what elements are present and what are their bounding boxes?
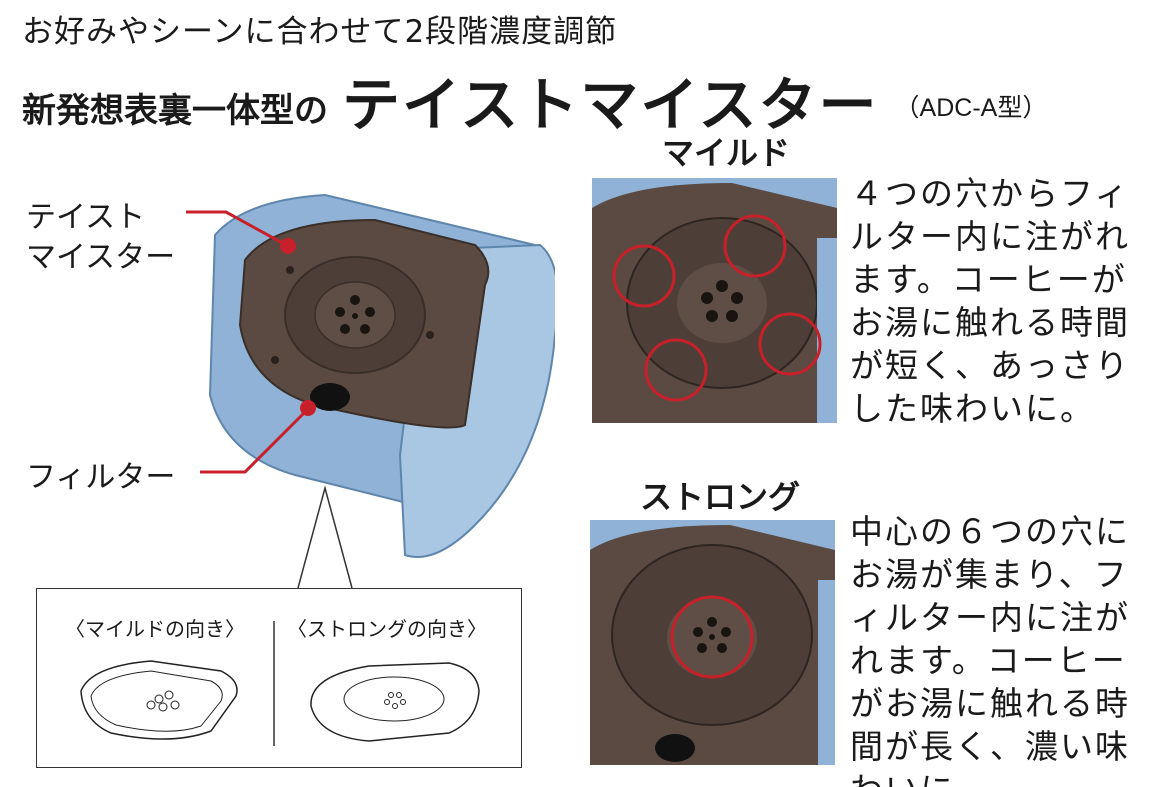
- callout-taste-meister: テイスト マイスター: [26, 198, 175, 278]
- mild-title: マイルド: [662, 134, 791, 172]
- headline: 新発想表裏一体型の テイストマイスター （ADC-A型）: [22, 58, 1047, 142]
- headline-lead: 新発想表裏一体型の: [22, 91, 328, 131]
- mild-hole-marker-1: [612, 244, 676, 308]
- mild-orientation-diagram: [80, 660, 238, 740]
- product-illustration: [208, 193, 555, 558]
- callout-taste-meister-line2: マイスター: [26, 240, 176, 275]
- strong-orientation-diagram: [310, 662, 480, 742]
- mild-hole-marker-2: [723, 214, 787, 278]
- inset-divider: [273, 621, 275, 746]
- inset-pointer: [297, 485, 353, 589]
- mild-photo: [592, 178, 837, 423]
- leader-taste-meister: [186, 210, 287, 247]
- callout-filter: フィルター: [26, 460, 176, 495]
- leader-taste-meister-dot: [280, 238, 296, 254]
- strong-center-marker: [670, 595, 754, 679]
- leader-filter-dot: [300, 400, 316, 416]
- mild-hole-marker-3: [758, 312, 822, 376]
- strong-title: ストロング: [640, 478, 801, 516]
- orientation-inset: 〈マイルドの向き〉 〈ストロングの向き〉: [36, 588, 522, 768]
- mild-description: ４つの穴からフィルター内に注がれます。コーヒーがお湯に触れる時間が短く、あっさり…: [850, 174, 1130, 428]
- mild-orientation-label: 〈マイルドの向き〉: [65, 617, 245, 641]
- callout-taste-meister-line1: テイスト: [26, 200, 146, 235]
- product-name: テイストマイスター: [342, 71, 879, 139]
- mild-hole-marker-4: [644, 338, 708, 402]
- strong-orientation-label: 〈ストロングの向き〉: [287, 617, 487, 641]
- leader-filter: [200, 410, 307, 474]
- model-number: （ADC-A型）: [894, 94, 1048, 122]
- strong-photo: [590, 520, 835, 765]
- strong-description: 中心の６つの穴にお湯が集まり、フィルター内に注がれます。コーヒーがお湯に触れる時…: [850, 512, 1130, 787]
- subtitle: お好みやシーンに合わせて2段階濃度調節: [22, 14, 618, 50]
